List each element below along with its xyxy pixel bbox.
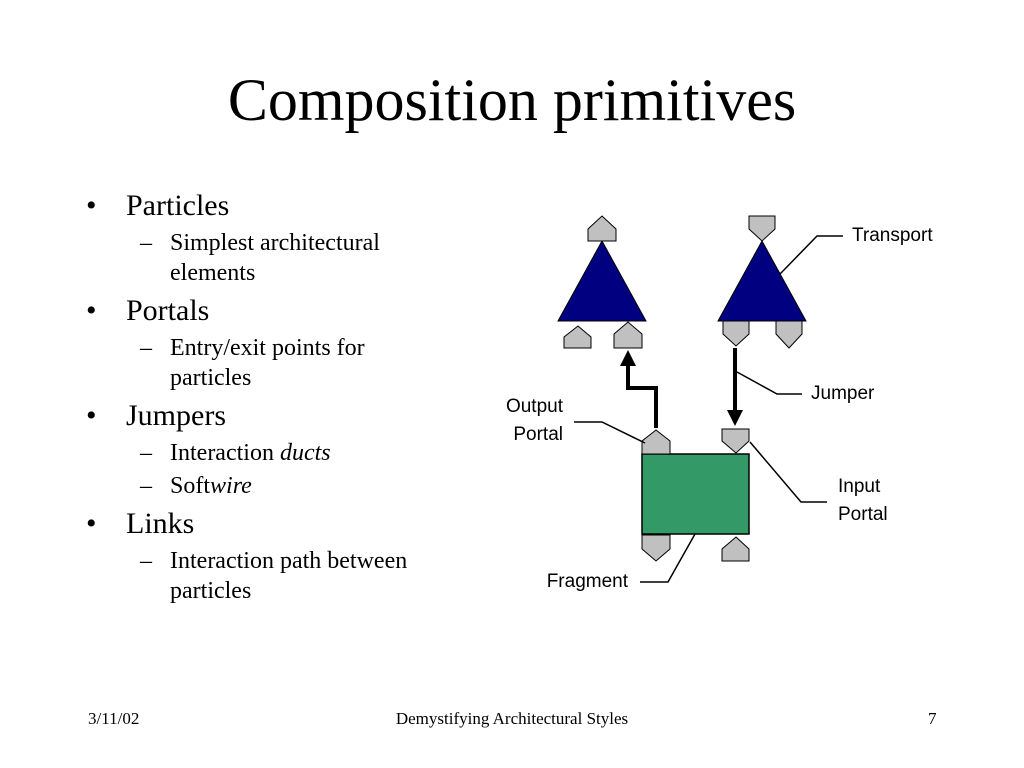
sub-bullet-text: particles [170, 578, 252, 604]
bullet-links: • Links [82, 505, 482, 543]
bullet-label: Jumpers [126, 399, 226, 432]
sub-bullet: – Simplest architectural elements [82, 228, 482, 288]
input-portal [721, 428, 750, 454]
sub-bullet-dash: – [140, 548, 152, 574]
fragment-box [641, 453, 750, 535]
sub-bullet-italic: ducts [279, 440, 331, 466]
portal-fragment-bottom-1 [641, 534, 671, 562]
sub-bullet: – Entry/exit points for particles [82, 333, 482, 393]
bullet-dot: • [86, 507, 97, 540]
jumper-arrow-down-head [727, 410, 743, 426]
sub-bullet: – Softwire [82, 471, 482, 501]
sub-bullet-dash: – [140, 230, 152, 256]
particle-triangle-left [557, 239, 647, 322]
leader-jumper [736, 371, 802, 395]
portal-left-top [587, 215, 617, 242]
portal-left-bottom-2 [613, 321, 643, 349]
leader-output-portal [574, 421, 646, 444]
footer-page-number: 7 [928, 709, 937, 728]
portal-right-bottom-1 [722, 320, 750, 347]
label-output-portal-line2: Portal [513, 424, 563, 445]
sub-bullet: – Interaction ducts [82, 438, 482, 468]
bullet-dot: • [86, 294, 97, 327]
output-portal [641, 429, 671, 455]
bullet-label: Portals [126, 294, 210, 327]
sub-bullet-text: Soft [170, 473, 211, 499]
leader-fragment [640, 533, 696, 583]
sub-bullet: – Interaction path between particles [82, 546, 482, 606]
slide-title: Composition primitives [227, 67, 797, 133]
sub-bullet-dash: – [140, 473, 152, 499]
sub-bullet-text: Interaction path between [170, 548, 408, 574]
jumper-arrow-up-head [620, 350, 636, 366]
particle-triangle-right [717, 239, 807, 322]
sub-bullet-dash: – [140, 335, 152, 361]
bullet-label: Particles [126, 189, 230, 222]
leader-transport [779, 235, 843, 275]
bullet-portals: • Portals [82, 292, 482, 330]
sub-bullet-text: Simplest architectural [170, 230, 380, 256]
sub-bullet-italic: wire [210, 473, 252, 499]
bullet-particles: • Particles [82, 187, 482, 225]
bullet-label: Links [126, 507, 195, 540]
portal-right-top [748, 215, 776, 242]
sub-bullet-text: Interaction [170, 440, 280, 466]
label-output-portal-line1: Output [506, 396, 564, 417]
bullet-jumpers: • Jumpers [82, 397, 482, 435]
bullet-dot: • [86, 189, 97, 222]
bullet-dot: • [86, 399, 97, 432]
portal-left-bottom-1 [563, 325, 592, 349]
jumper-arrow-up [626, 362, 658, 428]
leader-input-portal [749, 441, 827, 503]
label-fragment: Fragment [547, 571, 629, 592]
label-input-portal-line2: Portal [838, 504, 888, 525]
label-transport: Transport [852, 225, 933, 246]
sub-bullet-dash: – [140, 440, 152, 466]
sub-bullet-text: particles [170, 365, 252, 391]
footer-title: Demystifying Architectural Styles [395, 709, 629, 728]
footer-date: 3/11/02 [88, 709, 140, 728]
bullet-list: • Particles – Simplest architectural ele… [82, 183, 482, 610]
portal-right-bottom-2 [775, 320, 803, 349]
sub-bullet-text: elements [170, 260, 256, 286]
label-jumper: Jumper [811, 383, 875, 404]
label-input-portal-line1: Input [838, 476, 881, 497]
sub-bullet-text: Entry/exit points for [170, 335, 365, 361]
portal-fragment-bottom-2 [721, 536, 750, 562]
